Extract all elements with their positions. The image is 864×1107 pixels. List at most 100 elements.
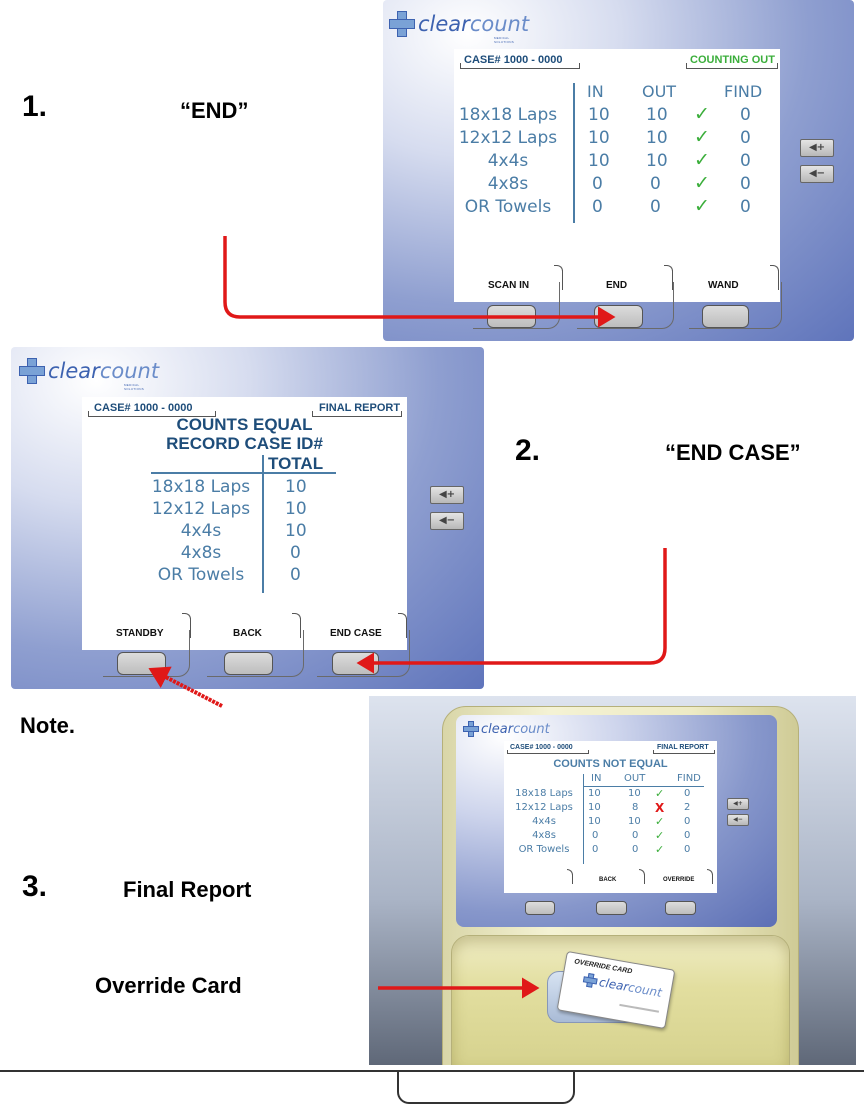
table-row-label: 4x8s (180, 543, 222, 563)
counts-not-equal-message: COUNTS NOT EQUAL (553, 758, 668, 770)
table-row-label: 4x8s (532, 830, 556, 841)
softkey-bracket (639, 869, 645, 884)
bezel-curve (207, 630, 304, 677)
table-cell-find: 0 (740, 128, 751, 148)
table-cell-out: 10 (646, 128, 668, 148)
table-row-label: 4x4s (180, 521, 222, 541)
table-cell-find: 0 (684, 830, 691, 841)
table-cell-find: 0 (740, 151, 751, 171)
bezel-curve (317, 630, 410, 677)
table-cell-out: 0 (650, 197, 661, 217)
header-rule (584, 786, 704, 787)
case-number: CASE# 1000 - 0000 (464, 54, 563, 66)
volume-up-button[interactable]: ◀+ (727, 798, 749, 810)
softkey-standby-label: STANDBY (116, 628, 164, 639)
logo-text-clear: clear (418, 12, 470, 36)
table-cell-out: 0 (632, 844, 639, 855)
arrow-to-end-button (223, 236, 616, 328)
volume-down-button[interactable]: ◀− (727, 814, 749, 826)
note-label: Note. (20, 713, 75, 738)
logo-text-clear: clear (481, 721, 514, 737)
table-cell-find: 0 (740, 174, 751, 194)
check-icon: ✓ (655, 815, 665, 828)
table-cell-in: 10 (588, 788, 601, 799)
lcd-screen: CASE# 1000 - 0000 FINAL REPORT COUNTS NO… (504, 741, 717, 893)
logo-text-clear: clear (48, 359, 100, 383)
table-cell-in: 10 (588, 105, 610, 125)
lcd-screen: CASE# 1000 - 0000 COUNTING OUT IN OUT FI… (454, 49, 780, 302)
table-cell-find: 0 (740, 105, 751, 125)
softkey-back-label: BACK (233, 628, 262, 639)
softkey-override-label: OVERRIDE (663, 877, 695, 883)
softkey-scan-in-label: SCAN IN (488, 280, 530, 291)
table-row-label: OR Towels (157, 565, 245, 585)
status-label: FINAL REPORT (657, 744, 709, 751)
table-cell-out: 10 (628, 788, 641, 799)
logo-text-count: count (513, 721, 550, 737)
table-cell-total: 0 (290, 565, 301, 585)
divider-line (573, 83, 575, 223)
volume-down-button[interactable]: ◀− (430, 512, 464, 530)
case-tab-underline (460, 63, 580, 69)
device-display-panel: clearcount CASE# 1000 - 0000 FINAL REPOR… (456, 715, 777, 927)
col-in-header: IN (591, 773, 602, 784)
status-label: FINAL REPORT (319, 402, 401, 414)
hardware-button-left[interactable] (525, 901, 555, 915)
softkey-back-label: BACK (599, 877, 617, 883)
table-cell-in: 10 (588, 802, 601, 813)
softkey-bracket (707, 869, 713, 884)
hardware-button-wand[interactable] (702, 305, 749, 328)
volume-up-button[interactable]: ◀+ (800, 139, 834, 157)
softkey-bracket (770, 265, 779, 290)
clearcount-logo: clearcount MEDICAL SOLUTIONS (19, 358, 159, 391)
softkey-wand-label: WAND (708, 280, 739, 291)
header-rule (151, 472, 336, 474)
table-cell-in: 10 (588, 151, 610, 171)
col-find-header: FIND (677, 773, 701, 784)
bezel-curve (103, 630, 190, 677)
softkey-bracket (182, 613, 191, 638)
table-cell-out: 0 (632, 830, 639, 841)
check-icon: ✓ (694, 149, 710, 171)
footer-rule (0, 1070, 864, 1072)
step-1-instruction: “END” (180, 98, 249, 123)
table-cell-find: 2 (684, 802, 691, 813)
clearcount-logo: clearcount MEDICAL SOLUTIONS (389, 11, 529, 44)
step-3-number: 3. (22, 870, 48, 903)
check-icon: ✓ (694, 126, 710, 148)
check-icon: ✓ (694, 195, 710, 217)
table-cell-out: 10 (646, 151, 668, 171)
step-2-instruction: “END CASE” (665, 440, 801, 465)
status-label: COUNTING OUT (690, 54, 775, 66)
x-mark-icon: X (655, 801, 665, 815)
table-cell-total: 10 (285, 499, 307, 519)
lcd-screen: CASE# 1000 - 0000 FINAL REPORT COUNTS EQ… (82, 397, 407, 650)
status-tab-underline (312, 411, 402, 417)
table-row-label: 4x4s (487, 151, 529, 171)
hardware-button-back[interactable] (596, 901, 627, 915)
logo-subtitle: MEDICAL SOLUTIONS (494, 36, 515, 44)
arrow-to-standby-button (148, 666, 223, 708)
check-icon: ✓ (694, 172, 710, 194)
col-out-header: OUT (624, 773, 646, 784)
col-out-header: OUT (642, 82, 677, 101)
table-row-label: 12x12 Laps (151, 499, 251, 519)
hardware-button-back[interactable] (224, 652, 273, 675)
record-case-id-message: RECORD CASE ID# (166, 434, 323, 453)
step-3-label: Final Report (123, 877, 252, 902)
table-cell-in: 0 (592, 197, 603, 217)
device-photo-panel: clearcount CASE# 1000 - 0000 FINAL REPOR… (369, 696, 856, 1065)
table-cell-total: 10 (285, 521, 307, 541)
hardware-button-override[interactable] (665, 901, 696, 915)
volume-down-button[interactable]: ◀− (800, 165, 834, 183)
table-cell-find: 0 (740, 197, 751, 217)
check-icon: ✓ (655, 787, 665, 800)
volume-up-button[interactable]: ◀+ (430, 486, 464, 504)
table-cell-find: 0 (684, 788, 691, 799)
table-row-label: OR Towels (518, 844, 570, 855)
table-row-label: 12x12 Laps (515, 802, 573, 813)
bezel-curve (577, 282, 674, 329)
table-cell-in: 10 (588, 128, 610, 148)
medical-cross-icon (19, 358, 45, 384)
